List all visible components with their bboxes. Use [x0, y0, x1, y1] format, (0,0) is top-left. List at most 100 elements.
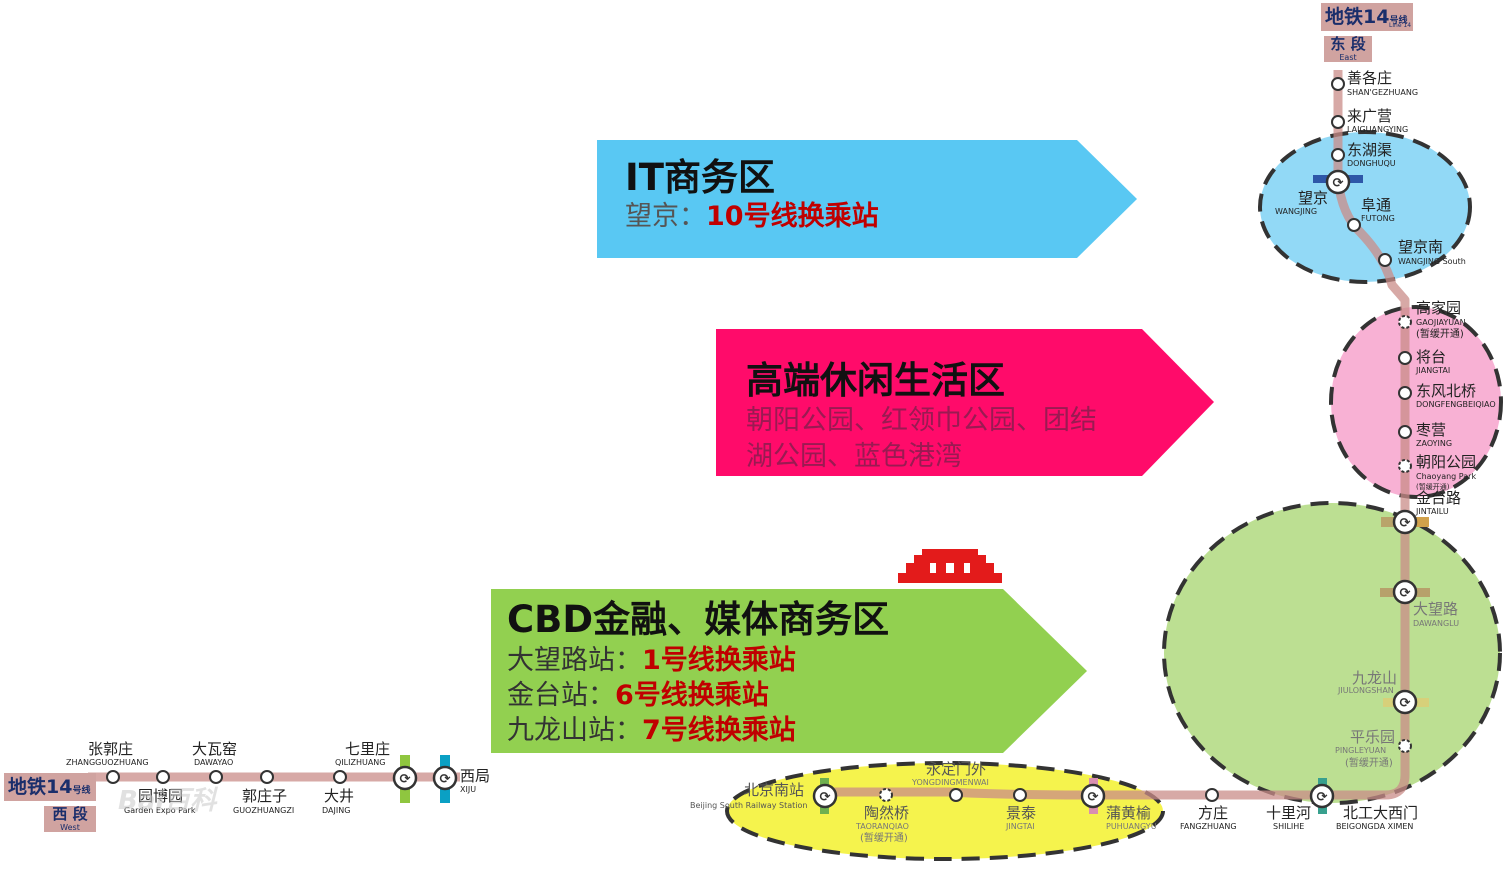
station-label: 大望路 — [1413, 600, 1458, 618]
line-badge-main: 地铁14 — [8, 776, 73, 798]
station-label-en: PUHUANGYU — [1106, 822, 1157, 831]
station-label-en: SHAN'GEZHUANG — [1347, 88, 1418, 97]
line6-transfer-stub-r — [1415, 517, 1429, 527]
transfer-marker — [1080, 783, 1106, 809]
station-marker — [1331, 77, 1345, 91]
station-note: (暂缓开通) — [1345, 756, 1393, 769]
transfer-icon: ⟳ — [1088, 790, 1099, 805]
cbd-zone-callout: CBD金融、媒体商务区 大望路站：1号线换乘站 金台站：6号线换乘站 九龙山站：… — [491, 589, 1087, 753]
line14-west-badge: 地铁14号线 — [4, 773, 96, 801]
station-label: 蒲黄榆 — [1106, 804, 1151, 822]
station-label: 大井 — [324, 787, 354, 805]
station-label: 望京南 — [1398, 238, 1443, 256]
transfer-marker — [1392, 689, 1418, 715]
callout-title: 高端休闲生活区 — [746, 359, 1005, 402]
line-badge-sup: 号线 — [72, 786, 91, 796]
segment-label-en: West — [60, 823, 80, 832]
station-marker — [1205, 788, 1219, 802]
transfer-marker — [812, 783, 838, 809]
callout-text: 高端休闲生活区 朝阳公园、红领巾公园、团结 湖公园、蓝色港湾 — [746, 359, 1097, 475]
station-note: (暂缓开通) — [1416, 327, 1464, 340]
station-label: 郭庄子 — [242, 787, 287, 805]
callout-arrow-shape — [716, 329, 1214, 476]
station-label-en: DAJING — [322, 806, 350, 815]
station-label-en: YONGDINGMENWAI — [911, 778, 989, 787]
station-label: 园博园 — [138, 787, 183, 805]
station-label-en: QILIZHUANG — [335, 758, 385, 767]
station-label: 北工大西门 — [1343, 804, 1418, 822]
callout-line-highlight: 7号线换乘站 — [642, 715, 796, 746]
station-label-en: FUTONG — [1361, 214, 1395, 223]
station-label-en: DONGHUQU — [1347, 159, 1396, 168]
it-zone-callout: IT商务区 望京：10号线换乘站 — [597, 140, 1137, 258]
station-label-en: BEIGONGDA XIMEN — [1336, 822, 1413, 831]
segment-label: 西 段 — [52, 805, 88, 823]
station-marker — [1398, 739, 1412, 753]
station-marker — [1331, 115, 1345, 129]
station-marker — [879, 788, 893, 802]
transfer-icon: ⟳ — [1400, 516, 1411, 531]
callout-title: CBD金融、媒体商务区 — [507, 598, 890, 641]
station-label-en: JINGTAI — [1005, 822, 1035, 831]
station-label: 西局 — [460, 767, 490, 785]
station-label-en: GAOJIAYUAN — [1416, 318, 1466, 327]
segment-label: 东 段 — [1330, 35, 1366, 53]
station-label: 七里庄 — [345, 740, 390, 758]
callout-line: 金台站：6号线换乘站 — [507, 678, 889, 713]
segment-label-en: East — [1339, 53, 1357, 62]
west-segment-badge: 西 段 West — [44, 806, 96, 832]
station-label-en: ZAOYING — [1416, 439, 1452, 448]
it-zone-ellipse — [1258, 130, 1472, 284]
station-label: 方庄 — [1198, 804, 1228, 822]
station-label-en: DONGFENGBEIQIAO — [1416, 400, 1496, 409]
transfer-icon: ⟳ — [440, 772, 451, 787]
east-segment-badge: 东 段 East — [1324, 36, 1372, 62]
transfer-marker — [392, 765, 418, 791]
station-label: 将台 — [1416, 348, 1446, 366]
station-label: 北京南站 — [744, 781, 804, 799]
station-marker — [949, 788, 963, 802]
callout-line-highlight: 10号线换乘站 — [706, 201, 879, 232]
west-station-labels: 张郭庄 ZHANGGUOZHUANG 园博园 Garden Expo Park … — [66, 740, 490, 815]
station-label-en: JINTAILU — [1415, 507, 1449, 516]
callout-title: IT商务区 — [625, 156, 776, 199]
station-marker — [260, 770, 274, 784]
station-label-en: ZHANGGUOZHUANG — [66, 758, 149, 767]
station-marker — [1398, 386, 1412, 400]
leisure-zone-callout: 高端休闲生活区 朝阳公园、红领巾公园、团结 湖公园、蓝色港湾 — [716, 329, 1214, 476]
transfer-icon: ⟳ — [1400, 696, 1411, 711]
station-label: 九龙山 — [1352, 669, 1397, 687]
callout-arrow-shape — [491, 589, 1087, 753]
station-label: 望京 — [1298, 189, 1328, 207]
transfer-marker — [1392, 579, 1418, 605]
station-label: 陶然桥 — [864, 804, 909, 822]
station-label: 高家园 — [1416, 299, 1461, 317]
station-label: 金台路 — [1416, 489, 1461, 507]
transfer-icon: ⟳ — [1400, 586, 1411, 601]
leisure-zone-ellipse — [1329, 305, 1503, 499]
cbd-zone-ellipse — [1162, 501, 1502, 805]
station-label-en: Beijing South Railway Station — [690, 801, 807, 810]
transfer-marker — [1325, 169, 1351, 195]
station-marker — [106, 770, 120, 784]
station-marker — [1398, 315, 1412, 329]
station-marker — [1347, 218, 1361, 232]
station-marker — [1398, 425, 1412, 439]
station-label-en: DAWANGLU — [1413, 619, 1459, 628]
callout-line: 朝阳公园、红领巾公园、团结 — [746, 405, 1097, 436]
station-label: 永定门外 — [926, 760, 986, 778]
line6-transfer-stub-l — [1381, 517, 1395, 527]
station-label: 善各庄 — [1347, 69, 1392, 87]
west-transfer-markers — [392, 765, 458, 791]
station-label-en: DAWAYAO — [194, 758, 233, 767]
west-station-markers — [106, 770, 347, 784]
station-label: 朝阳公园 — [1416, 453, 1476, 471]
callout-text: CBD金融、媒体商务区 大望路站：1号线换乘站 金台站：6号线换乘站 九龙山站：… — [507, 597, 889, 748]
line14-east-badge: 地铁14号线 — [1321, 3, 1413, 31]
callout-line-prefix: 望京： — [625, 201, 706, 232]
callout-line-prefix: 金台站： — [507, 680, 615, 711]
station-label: 枣营 — [1416, 421, 1446, 439]
station-label-en: Garden Expo Park — [124, 806, 196, 815]
watermark: Bai百科 — [118, 786, 217, 816]
east-station-markers — [879, 77, 1412, 802]
